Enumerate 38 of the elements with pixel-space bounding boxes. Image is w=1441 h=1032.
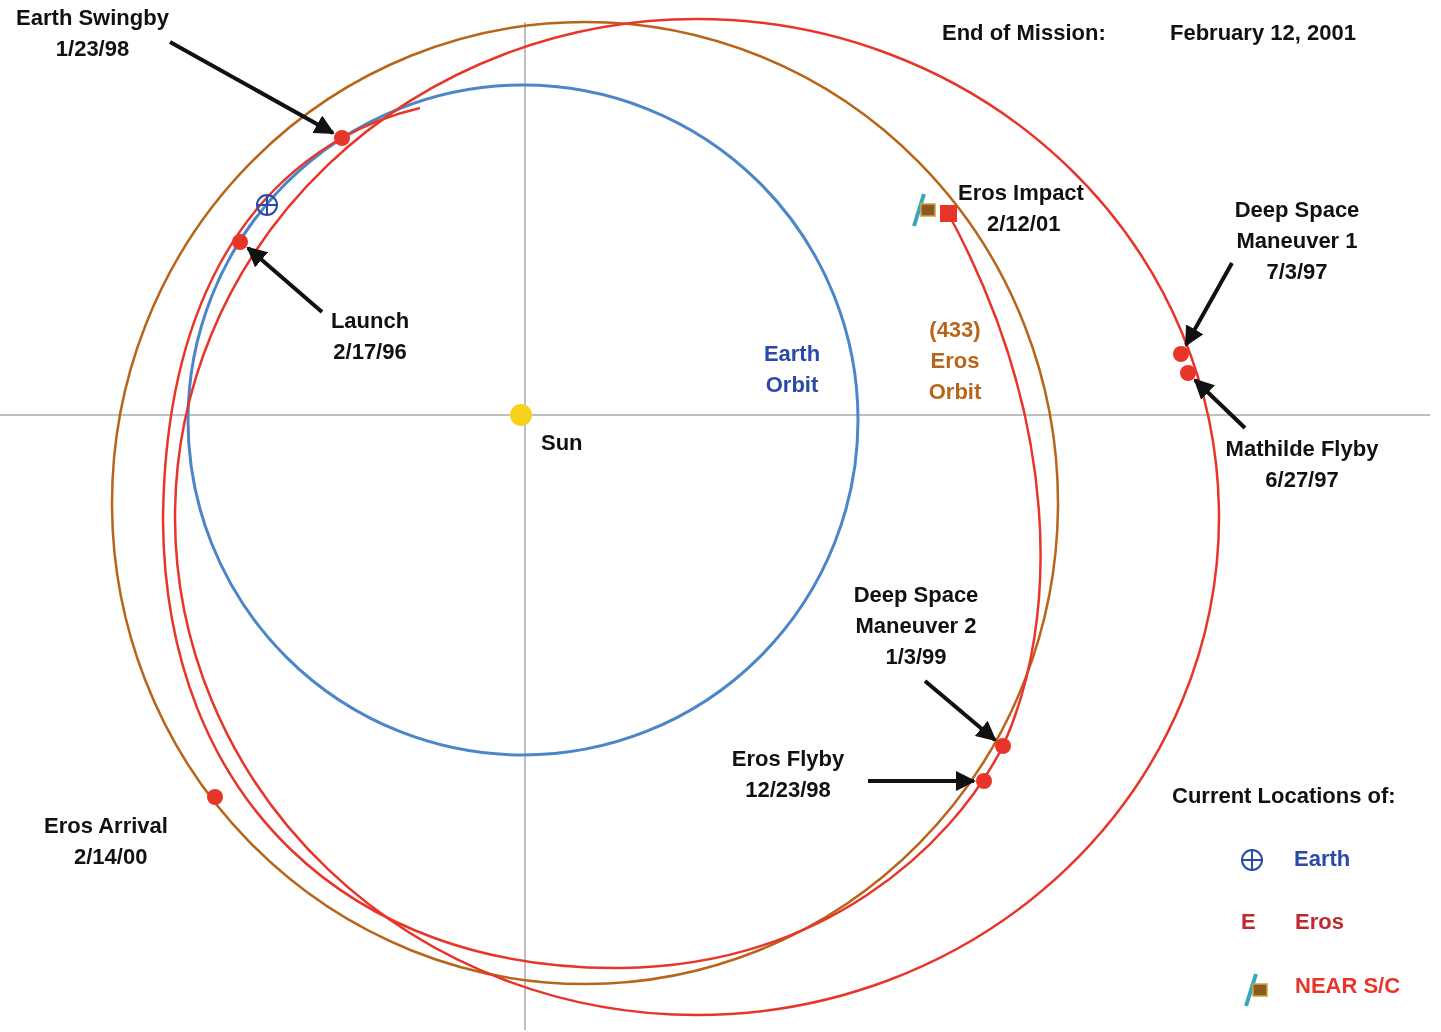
event-label: Mathilde Flyby: [1224, 435, 1380, 463]
leader-arrow: [1193, 378, 1247, 430]
legend-label: Earth: [1294, 845, 1351, 873]
event-dot: [976, 773, 992, 789]
sun-label: Sun: [541, 429, 583, 457]
event-label: 2/14/00: [74, 843, 148, 871]
event-label: Launch: [329, 307, 411, 335]
event-dot: [1173, 346, 1189, 362]
event-label: Deep Space Maneuver 1: [1233, 196, 1361, 255]
event-dot: [1180, 365, 1196, 381]
event-label: Deep Space Maneuver 2: [852, 581, 980, 640]
event-label: 12/23/98: [744, 776, 832, 804]
leader-arrow: [169, 40, 335, 135]
event-label: Eros Impact: [958, 179, 1084, 207]
leader-arrow: [923, 679, 997, 742]
event-dot: [334, 130, 350, 146]
orbit-label: (433) Eros Orbit: [927, 316, 983, 406]
event-label: 2/12/01: [987, 210, 1061, 238]
event-label: 1/23/98: [54, 35, 131, 63]
date-text: February 12, 2001: [1170, 19, 1356, 47]
event-label: 2/17/96: [332, 338, 408, 366]
event-dot: [232, 234, 248, 250]
legend-symbol: E: [1241, 908, 1256, 936]
event-label: 7/3/97: [1265, 258, 1329, 286]
orbit-label: Earth Orbit: [762, 340, 822, 399]
heading-text: End of Mission:: [942, 19, 1106, 47]
event-dot: [995, 738, 1011, 754]
event-label: 1/3/99: [884, 643, 948, 671]
event-label: 6/27/97: [1264, 466, 1340, 494]
event-label: Eros Flyby: [730, 745, 846, 773]
legend-label: Eros: [1295, 908, 1344, 936]
legend-heading: Current Locations of:: [1172, 782, 1396, 810]
leader-arrow: [246, 246, 324, 314]
leader-arrow: [868, 771, 976, 791]
event-label: Earth Swingby: [15, 4, 170, 32]
event-label: Eros Arrival: [44, 812, 168, 840]
legend-label: NEAR S/C: [1295, 972, 1401, 1000]
leader-arrow: [1184, 262, 1234, 347]
